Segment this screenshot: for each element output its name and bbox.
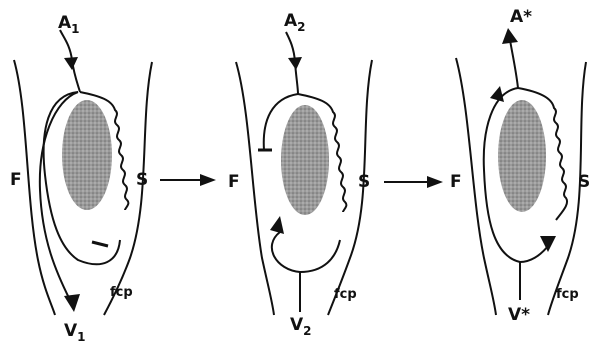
bottom-label: V* (508, 305, 530, 325)
right-label: S (578, 172, 590, 192)
top-label: A2 (284, 11, 306, 34)
output-path (510, 40, 518, 88)
outer-wall-left (236, 62, 274, 315)
nucleus (498, 100, 546, 212)
input-arrowhead (64, 57, 78, 70)
left-label: F (228, 172, 240, 192)
left-label: F (450, 172, 462, 192)
output-arrowhead (64, 294, 80, 312)
nucleus (62, 100, 112, 210)
output-arrowhead (502, 28, 518, 44)
right-label: S (358, 172, 370, 192)
region-label: fcp (334, 287, 357, 302)
region-label: fcp (110, 285, 133, 300)
nucleus (281, 105, 329, 215)
return-loop (272, 232, 340, 272)
bottom-label: V1 (64, 321, 86, 344)
top-label: A* (510, 7, 532, 27)
region-label: fcp (556, 287, 579, 302)
return-arrowhead (270, 216, 284, 234)
top-label: A1 (58, 13, 80, 36)
right-label: S (136, 170, 148, 190)
ascending-arrowhead (490, 86, 504, 102)
connector-arrow-1 (160, 174, 216, 186)
outer-wall-left (456, 58, 496, 315)
panel-2: A2 V2 F S fcp (228, 11, 372, 338)
left-label: F (10, 170, 22, 190)
input-path (520, 246, 548, 262)
panel-3: A* V* F S fcp (450, 7, 590, 325)
bottom-label: V2 (290, 315, 312, 338)
descending-arrowhead (540, 236, 556, 252)
connector-arrow-2 (384, 176, 443, 188)
panel-1: A1 V1 F S fcp (10, 13, 152, 344)
input-arrowhead (288, 57, 302, 70)
inhibition-bar (92, 242, 108, 246)
